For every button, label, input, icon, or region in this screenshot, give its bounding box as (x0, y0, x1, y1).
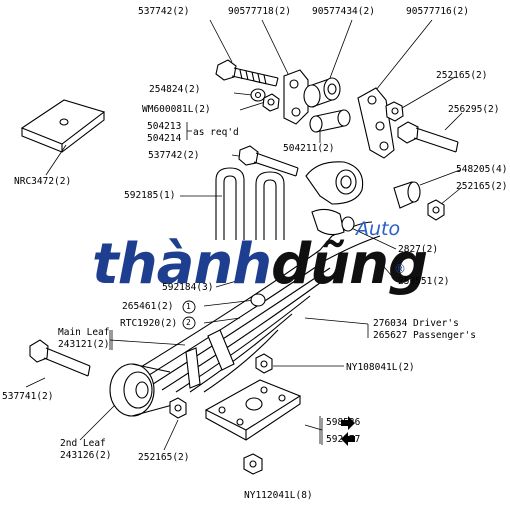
label-ny112041l: NY112041L(8) (244, 490, 313, 501)
label-250551: 250551(2) (398, 276, 450, 287)
label-wm600081l: WM600081L(2) (142, 104, 211, 115)
u-bolt-plate (204, 379, 302, 441)
shackle-plate-right (357, 87, 395, 159)
nut-252165-top (385, 101, 404, 122)
label-243121: 243121(2) (58, 339, 110, 350)
marker-label-2: 2 (186, 318, 191, 327)
label-main-leaf: Main Leaf (58, 327, 110, 338)
u-bolt-592185 (215, 167, 285, 240)
marker-circle-2 (182, 316, 196, 330)
watermark-registered: ® (394, 262, 406, 276)
bushing-548205 (393, 181, 421, 209)
arrow-left-icon (341, 432, 355, 446)
label-90577716: 90577716(2) (406, 6, 469, 17)
nut-wm600081l (262, 93, 280, 112)
nut-ny112041l (243, 453, 263, 475)
centre-bolt-head (250, 293, 266, 307)
shackle-plate-left (283, 69, 309, 125)
label-as-reqd: as req'd (193, 127, 239, 138)
label-nrc3472: NRC3472(2) (14, 176, 72, 187)
label-90577718: 90577718(2) (228, 6, 291, 17)
label-504211: 504211(2) (283, 143, 335, 154)
spring-eye-front (109, 363, 177, 417)
watermark-brand-part2: dũng (271, 232, 428, 297)
label-2827: 2827(2) (398, 244, 439, 255)
bushing-90577434 (303, 77, 341, 108)
label-254824: 254824(2) (149, 84, 201, 95)
marker-circle-1 (182, 300, 196, 314)
label-ny108041l: NY108041L(2) (346, 362, 415, 373)
label-252165-a: 252165(2) (436, 70, 488, 81)
watermark-auto: Auto (356, 218, 401, 240)
marker-label-1: 1 (186, 302, 191, 311)
arrow-right-icon (341, 416, 355, 430)
label-592177: 592177 (326, 434, 361, 445)
label-598536: 598536 (326, 417, 361, 428)
label-504213: 504213 (147, 121, 182, 132)
brackets (111, 330, 321, 444)
bolt-537741 (29, 339, 91, 377)
pad-nrc3472 (20, 99, 106, 153)
label-592184: 592184(3) (162, 282, 214, 293)
label-537742-top: 537742(2) (138, 6, 190, 17)
leaf-spring (135, 208, 381, 393)
label-548205: 548205(4) (456, 164, 508, 175)
label-265627: 265627 Passenger's (373, 330, 476, 341)
label-504214: 504214 (147, 133, 182, 144)
nut-252165-right (427, 199, 445, 221)
label-2nd-leaf: 2nd Leaf (60, 438, 106, 449)
spring-eye-rear (305, 161, 364, 205)
bolt-256295 (397, 121, 459, 153)
watermark-brand-part1: thành (92, 232, 272, 297)
bolt-537742-mid (238, 145, 299, 177)
bushing-504211 (309, 109, 351, 133)
label-rtc1920: RTC1920(2) (120, 318, 178, 329)
leader-lines (25, 19, 463, 451)
spring-clip (185, 329, 235, 389)
watermark-brand: thànhdũng (92, 232, 428, 297)
nut-ny108041l (255, 353, 273, 374)
label-252165-c: 252165(2) (138, 452, 190, 463)
label-537742-mid: 537742(2) (148, 150, 200, 161)
label-537741: 537741(2) (2, 391, 54, 402)
label-252165-b: 252165(2) (456, 181, 508, 192)
label-276034: 276034 Driver's (373, 318, 459, 329)
label-243126: 243126(2) (60, 450, 112, 461)
nut-252165-bottom (169, 397, 187, 419)
bolt-537742-top (215, 59, 279, 87)
label-592185: 592185(1) (124, 190, 176, 201)
label-90577434: 90577434(2) (312, 6, 375, 17)
label-256295: 256295(2) (448, 104, 500, 115)
washer-254824 (250, 88, 266, 102)
label-265461: 265461(2) (122, 301, 174, 312)
